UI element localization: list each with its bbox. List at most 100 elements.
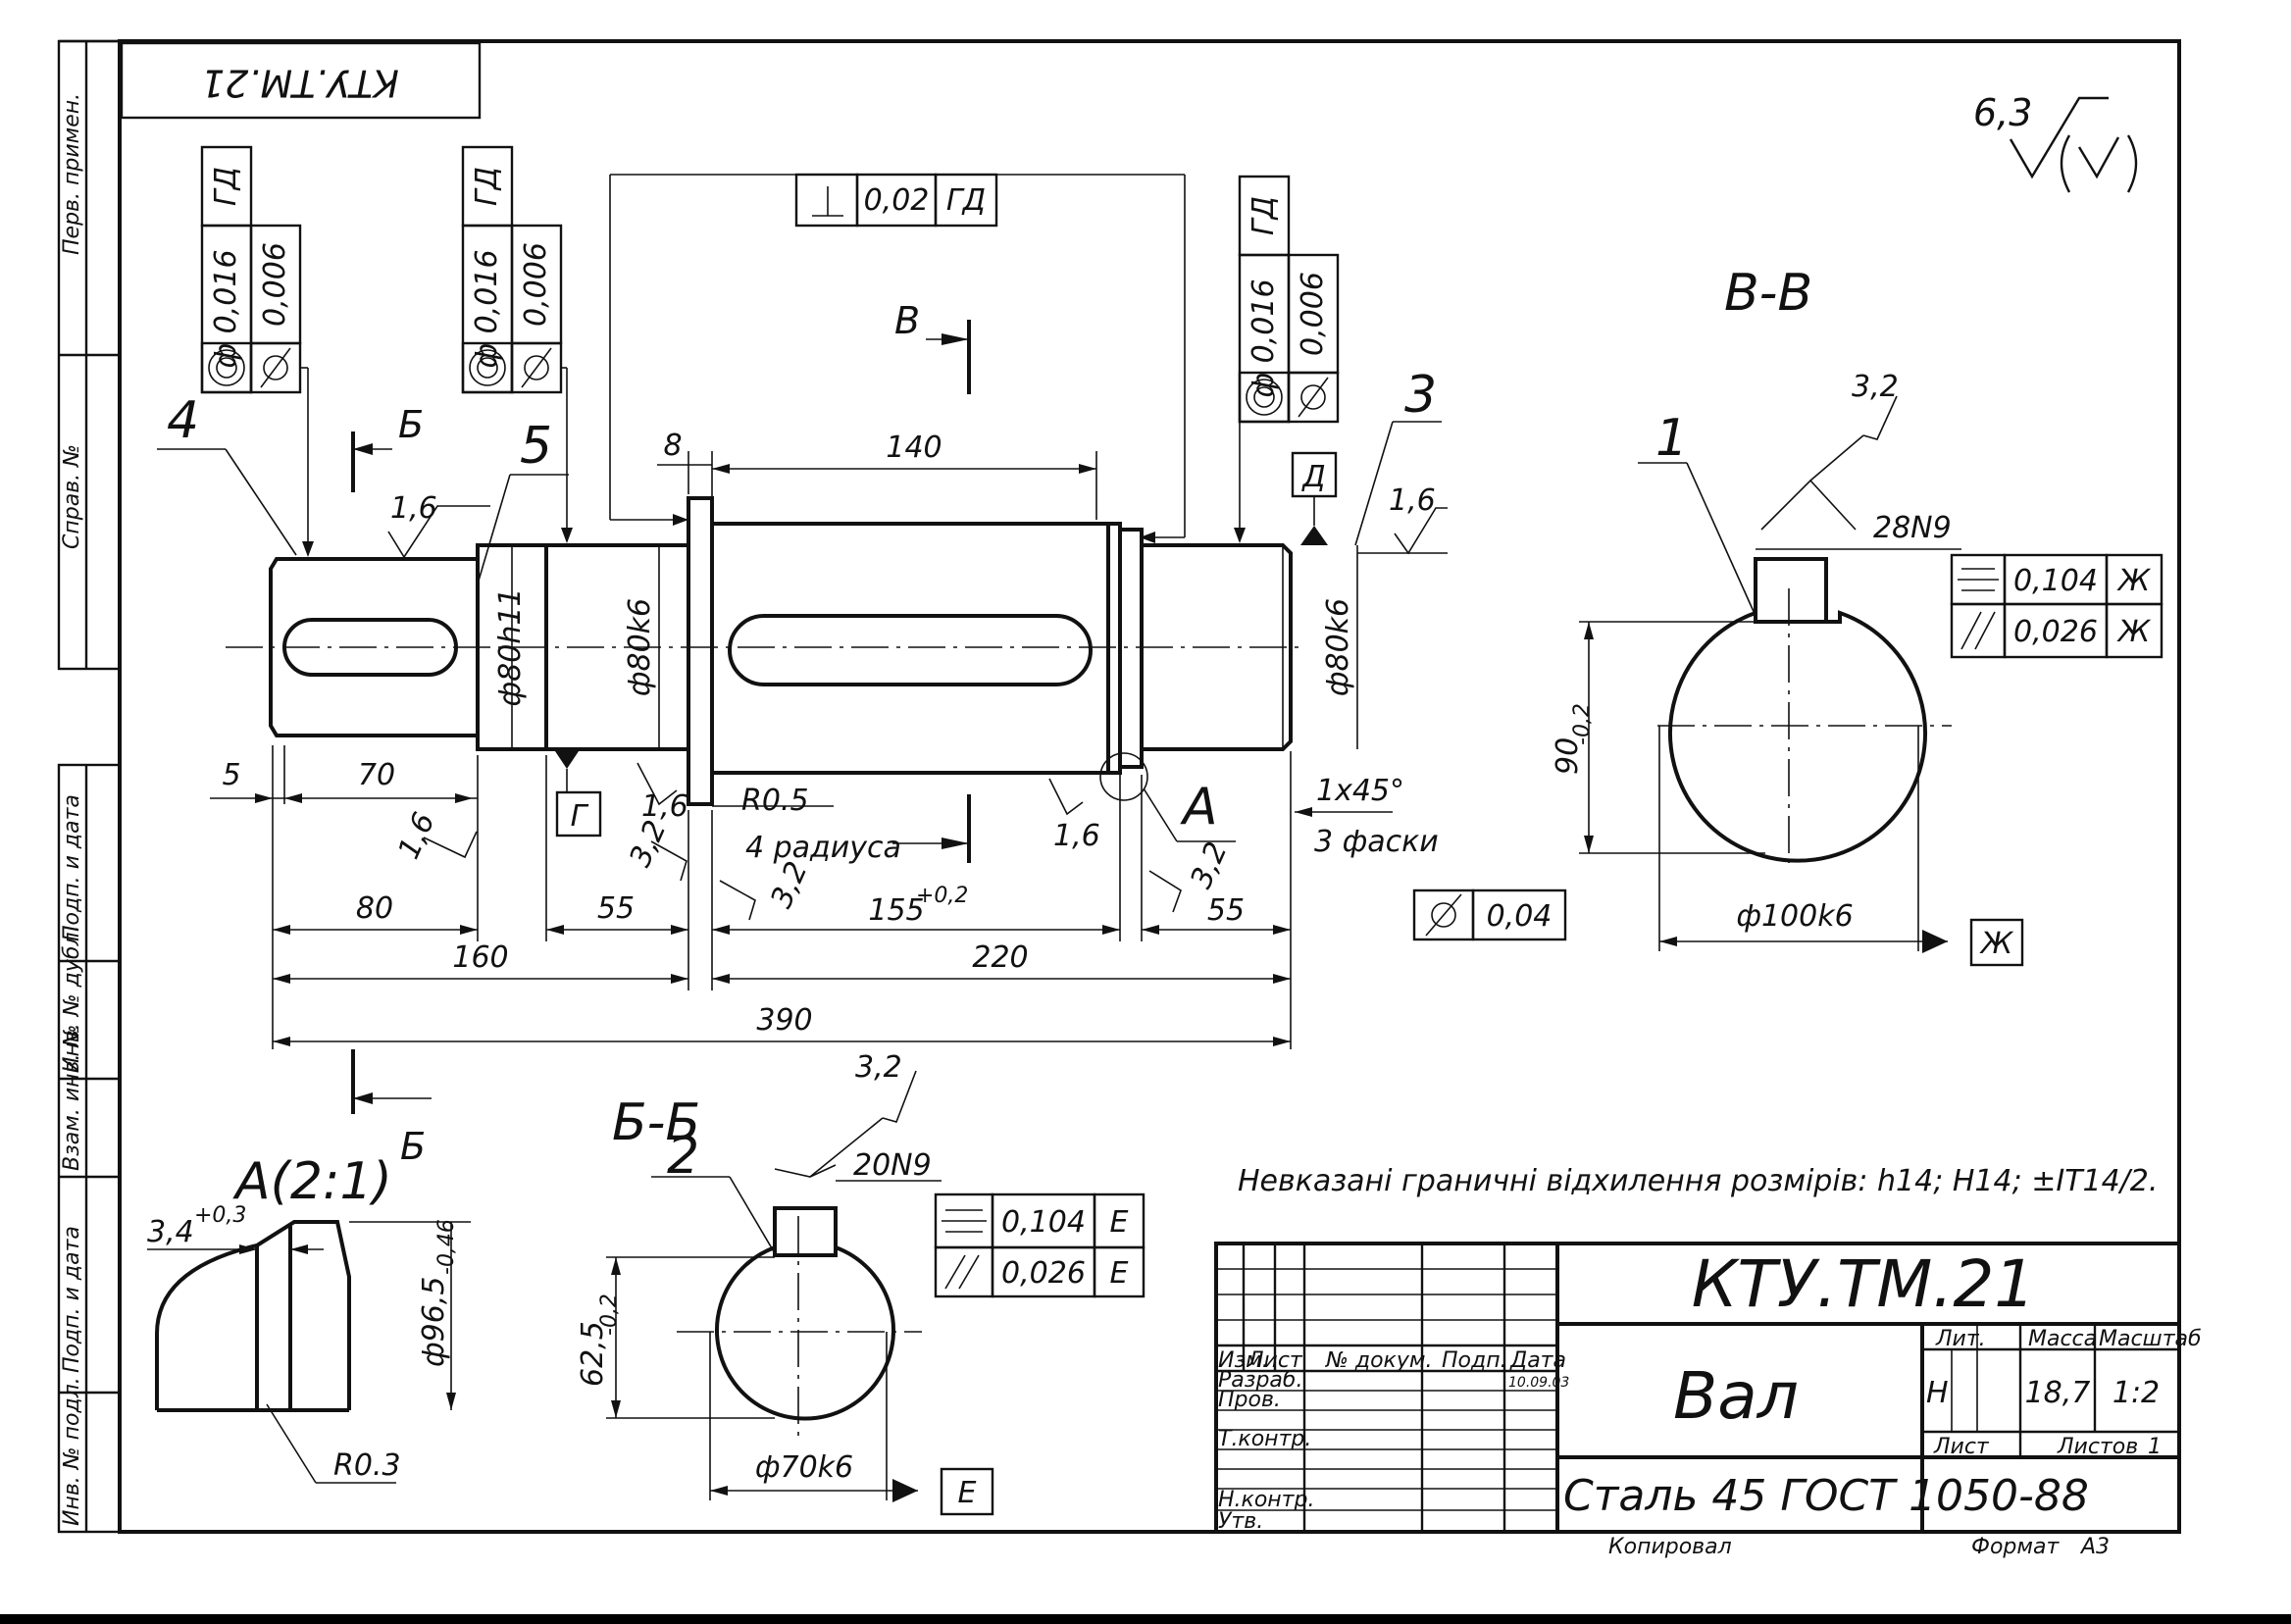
- gdt-3-datum: ГД: [1247, 196, 1281, 235]
- gdt-4-datum: ГД: [209, 167, 243, 206]
- section-b-top-letter: Б: [398, 403, 424, 446]
- tb-row-prov: Пров.: [1218, 1388, 1281, 1412]
- dim-dia-80h11: ф80h11: [493, 587, 528, 706]
- datum-markers: Г Д: [555, 451, 1338, 837]
- section-bb-title: Б-Б: [612, 1093, 700, 1152]
- tb-row-nkontr: Н.контр.: [1218, 1488, 1314, 1512]
- dim-625: 62,5: [576, 1321, 610, 1387]
- dim-radii-note: 4 радиуса: [745, 831, 901, 865]
- side-label-podp-1: Подп. и дата: [60, 794, 84, 941]
- perp-value: 0,02: [864, 183, 930, 218]
- tb-date-value: 10.09.03: [1508, 1375, 1569, 1391]
- dim-dia-965: ф96,5: [417, 1277, 451, 1367]
- detail-a-title: А(2:1): [232, 1152, 392, 1211]
- dim-dia-80k6b: ф80k6: [1321, 598, 1355, 696]
- dim-20n9: 20N9: [853, 1148, 932, 1183]
- datum-g: Г: [571, 799, 589, 834]
- vv-par-value: 0,026: [2013, 615, 2098, 649]
- section-markers: В Б Б: [351, 299, 971, 1168]
- mirrored-designation-box: КТУ.ТМ.21: [120, 41, 482, 120]
- bb-sym-value: 0,104: [1001, 1205, 1086, 1240]
- tb-designation: КТУ.ТМ.21: [1692, 1246, 2036, 1322]
- tb-hdr-izm: Изм.: [1218, 1348, 1269, 1373]
- section-b-bottom-letter: Б: [400, 1125, 426, 1168]
- dim-155: 155: [868, 893, 924, 928]
- general-note: Невказані граничні відхилення розмірів: …: [1238, 1164, 2158, 1198]
- dim-chamfer: 1х45°: [1316, 774, 1404, 808]
- tb-material: Сталь 45 ГОСТ 1050-88: [1563, 1471, 2089, 1521]
- side-label-vzam: Взам. инв. №: [60, 1025, 84, 1171]
- roughness-r7: 3,2: [764, 856, 814, 913]
- side-label-perv: Перв. примен.: [60, 93, 84, 255]
- callout-3: 3: [1404, 366, 1437, 425]
- dim-r03: R0.3: [333, 1448, 401, 1483]
- tb-sheets-value: 1: [2148, 1435, 2162, 1459]
- dim-28n9: 28N9: [1873, 511, 1952, 545]
- gdt-5-datum: ГД: [470, 167, 504, 206]
- roughness-r5: 1,6: [1053, 819, 1100, 853]
- tb-hdr-sign: Подп.: [1442, 1348, 1507, 1373]
- side-stamp: Перв. примен. Справ. № Подп. и дата Инв.…: [57, 39, 122, 1534]
- dim-34-tol: +0,3: [194, 1203, 246, 1228]
- section-b-b: Б-Б 2 3,2 20N9 62,5 -0,2 ф70k6 Е: [576, 1050, 1146, 1516]
- dim-dia-965-tol: -0,46: [434, 1219, 459, 1275]
- dim-160: 160: [452, 940, 508, 975]
- dim-dia-70k6: ф70k6: [755, 1450, 853, 1485]
- vv-sym-datum: Ж: [2116, 564, 2152, 598]
- callout-4: 4: [167, 391, 199, 450]
- scan-bottom-band: [0, 1614, 2291, 1624]
- dim-70: 70: [358, 758, 395, 792]
- roughness-r3: 1,6: [391, 807, 441, 864]
- dim-5: 5: [222, 758, 240, 792]
- gdt-5-runout-value: ф 0,016: [470, 249, 504, 368]
- dim-90: 90: [1551, 737, 1585, 775]
- dim-80: 80: [356, 891, 393, 926]
- tb-sheets-label: Листов: [2057, 1435, 2138, 1459]
- main-view-dimensions: 8 140 5 70 80 55 155 +0,2 55: [210, 429, 1439, 1049]
- tb-scale-value: 1:2: [2113, 1376, 2160, 1410]
- copied-by-label: Копировал: [1608, 1535, 1732, 1559]
- gdt-3-runout-value: ф 0,016: [1247, 279, 1281, 397]
- bb-sym-datum: Е: [1110, 1205, 1129, 1240]
- mirrored-designation: КТУ.ТМ.21: [201, 62, 399, 105]
- callout-detail-a: А: [1180, 778, 1218, 837]
- roughness-r1: 1,6: [390, 491, 437, 526]
- dim-155-tol: +0,2: [916, 884, 968, 908]
- vv-sym-value: 0,104: [2013, 564, 2098, 598]
- section-vv-title: В-В: [1724, 264, 1812, 323]
- roughness-r4: 1,6: [641, 789, 688, 824]
- dim-625-tol: -0,2: [597, 1294, 622, 1336]
- roughness-r6: 3,2: [623, 815, 673, 872]
- gdt-frame-3: ГД ф 0,016 0,006: [1234, 175, 1340, 543]
- dim-dia-80k6a: ф80k6: [623, 598, 657, 696]
- gdt-5-cyl-value: 0,006: [519, 242, 553, 327]
- side-label-sprav: Справ. №: [60, 444, 84, 549]
- roughness-r2: 1,6: [1389, 483, 1436, 518]
- gdt-frame-5: ГД ф 0,016 0,006: [461, 145, 573, 543]
- callout-2: 2: [667, 1127, 699, 1186]
- dim-r05: R0.5: [741, 784, 809, 818]
- tb-mass-label: Масса: [2028, 1327, 2097, 1351]
- callout-leaders: 4 5 3: [157, 366, 1442, 582]
- gdt-perpendicularity-frame: 0,02 ГД: [609, 173, 1186, 543]
- tb-hdr-doc: № докум.: [1325, 1348, 1432, 1373]
- title-block: Изм. Лист № докум. Подп. Дата 10.09.03 Р…: [1214, 1242, 2202, 1559]
- tb-hdr-date: Дата: [1509, 1348, 1566, 1373]
- dim-8: 8: [663, 429, 682, 463]
- gdt-4-runout-value: ф 0,016: [209, 249, 243, 368]
- dim-220: 220: [972, 940, 1028, 975]
- format-value: А3: [2079, 1535, 2110, 1559]
- dim-140: 140: [886, 431, 942, 465]
- dim-55a: 55: [597, 891, 635, 926]
- side-label-podp-2: Подп. и дата: [60, 1226, 84, 1373]
- shaft-main-view: [226, 496, 1304, 806]
- section-v-top-letter: В: [894, 299, 920, 342]
- vv-par-datum: Ж: [2116, 615, 2152, 649]
- dim-390: 390: [756, 1003, 812, 1038]
- roughness-r8: 3,2: [1184, 837, 1234, 893]
- dim-chamfer-note: 3 фаски: [1314, 825, 1439, 859]
- roughness-r9: 3,2: [1852, 370, 1899, 404]
- gdt-4-cyl-value: 0,006: [258, 242, 292, 327]
- tb-sheet-label: Лист: [1933, 1435, 1990, 1459]
